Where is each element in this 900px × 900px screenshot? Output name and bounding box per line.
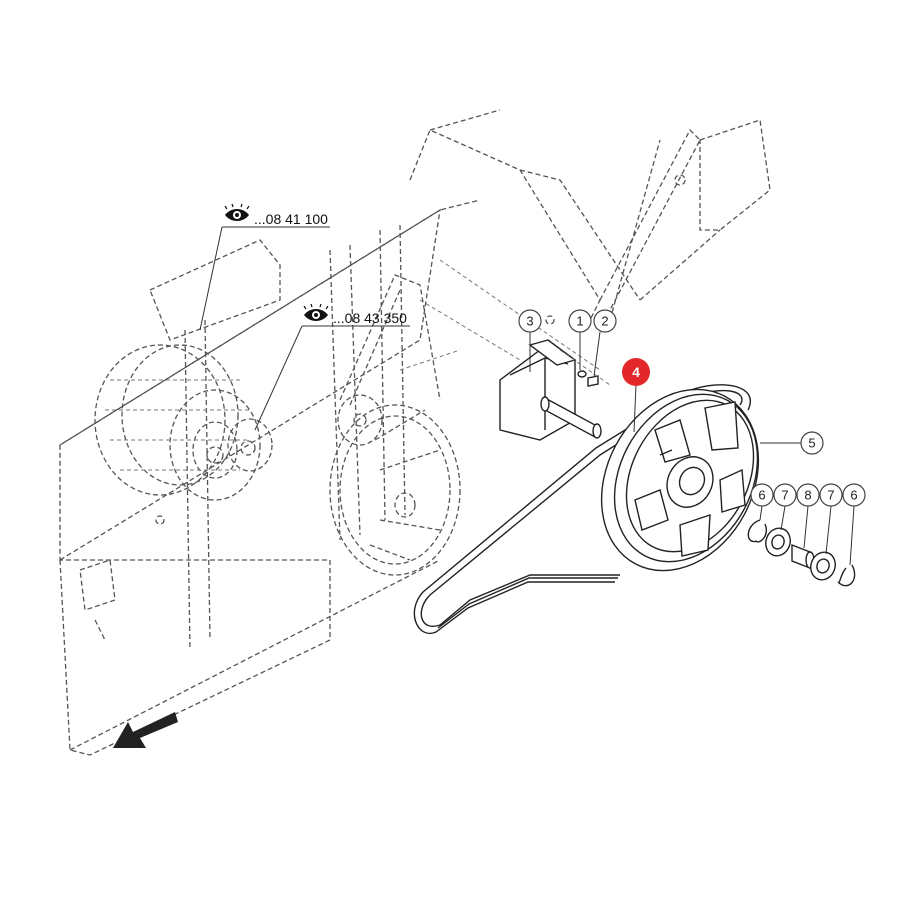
- callout-3[interactable]: 3: [518, 309, 542, 372]
- reference-08-43-350[interactable]: ...08 43 350: [254, 303, 410, 431]
- reference-08-41-100[interactable]: ...08 41 100: [199, 203, 330, 331]
- bearing-stack: [747, 519, 856, 587]
- reference-prefix: ...: [333, 310, 345, 326]
- callout-1[interactable]: 1: [568, 309, 592, 370]
- svg-text:...08 43 350: ...08 43 350: [333, 310, 407, 326]
- callout-4[interactable]: 4: [622, 358, 650, 433]
- reference-number: 08 43 350: [345, 310, 407, 326]
- eye-icon: [303, 303, 329, 321]
- svg-text:...08 41 100: ...08 41 100: [254, 211, 328, 227]
- ghost-drive-drum: [94, 344, 273, 501]
- callout-2[interactable]: 2: [593, 309, 617, 377]
- ghost-sprocket: [329, 274, 461, 576]
- pulley: [600, 388, 760, 572]
- machine-frame: [59, 109, 771, 756]
- callout-label: 4: [632, 364, 640, 380]
- callout-label: 6: [850, 488, 857, 503]
- callout-label: 3: [526, 314, 533, 329]
- callout-6[interactable]: 6: [750, 483, 774, 521]
- callout-5[interactable]: 5: [760, 431, 824, 455]
- reference-number: 08 41 100: [266, 211, 328, 227]
- callout-label: 7: [827, 488, 834, 503]
- reference-prefix: ...: [254, 211, 266, 227]
- callout-7[interactable]: 7: [773, 483, 797, 531]
- callout-label: 5: [808, 436, 815, 451]
- bearing-bracket: [499, 339, 602, 441]
- eye-icon: [224, 203, 250, 221]
- callout-8[interactable]: 8: [796, 483, 820, 549]
- callout-label: 6: [758, 488, 765, 503]
- callout-label: 1: [576, 314, 583, 329]
- v-belt: [413, 384, 751, 635]
- callout-label: 2: [601, 314, 608, 329]
- callout-label: 8: [804, 488, 811, 503]
- washer-and-bolt: [559, 349, 611, 387]
- callout-6b[interactable]: 6: [842, 483, 866, 566]
- callout-7b[interactable]: 7: [819, 483, 843, 555]
- callout-label: 7: [781, 488, 788, 503]
- arrow-down-left-icon: [113, 712, 178, 748]
